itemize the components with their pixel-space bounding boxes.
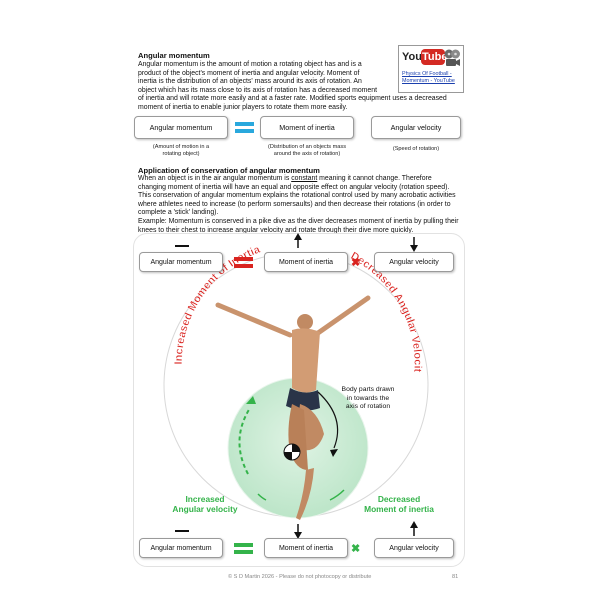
constant-dash-bottom <box>175 530 189 532</box>
multiply-sign-green: ✖ <box>351 542 360 556</box>
body-parts-annotation: Body parts drawn in towards the axis of … <box>332 386 404 412</box>
bottom-angular-momentum-box: Angular momentum <box>139 538 223 558</box>
arrow-down-velocity-top <box>410 245 418 252</box>
top-angular-momentum-box: Angular momentum <box>139 252 223 272</box>
bottom-moment-of-inertia-box: Moment of inertia <box>264 538 348 558</box>
equals-sign-red <box>234 257 253 261</box>
arrow-up-inertia-top <box>294 233 302 240</box>
top-angular-velocity-box: Angular velocity <box>374 252 454 272</box>
page-number: 81 <box>452 574 458 580</box>
top-moment-of-inertia-box: Moment of inertia <box>264 252 348 272</box>
footer-copyright: © S D Martin 2026 - Please do not photoc… <box>228 574 371 580</box>
label-decreased-moment-of-inertia: Decreased Moment of inertia <box>350 494 448 514</box>
label-increased-angular-velocity: Increased Angular velocity <box>160 494 250 514</box>
equals-sign-green-lower-bar <box>234 550 253 554</box>
arrow-up-velocity-bottom <box>410 521 418 528</box>
constant-dash-top <box>175 245 189 247</box>
equals-sign-red-lower-bar <box>234 264 253 268</box>
multiply-sign-red: ✖ <box>351 256 360 270</box>
centre-of-mass-icon <box>284 444 300 460</box>
arc-label-decreased-velocity: Decreased Angular Velocity <box>0 0 424 373</box>
bottom-angular-velocity-box: Angular velocity <box>374 538 454 558</box>
equals-sign-green <box>234 543 253 547</box>
